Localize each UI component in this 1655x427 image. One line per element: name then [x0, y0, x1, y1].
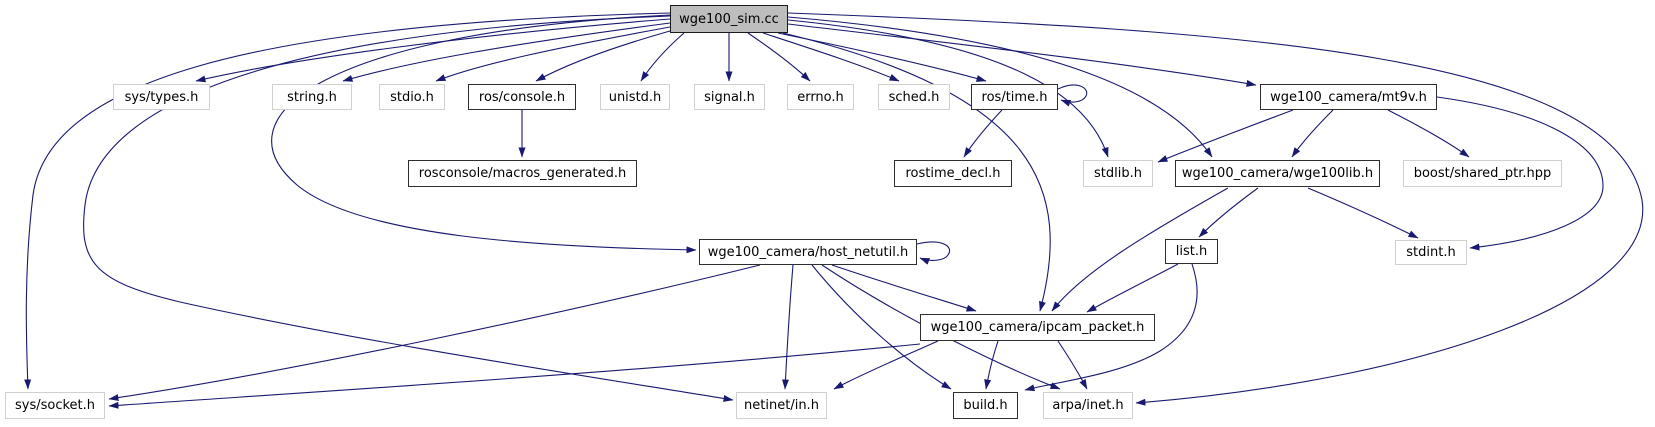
edge-wge100_sim-to-host_netutil — [271, 14, 697, 254]
node-label: netinet/in.h — [744, 398, 819, 413]
node-mt9v[interactable]: wge100_camera/mt9v.h — [1260, 84, 1437, 110]
node-label: stdlib.h — [1094, 166, 1142, 181]
node-label: list.h — [1175, 244, 1208, 259]
node-stdlib: stdlib.h — [1083, 160, 1153, 187]
edge-group — [24, 12, 1644, 409]
edge-mt9v-to-stdint — [1436, 96, 1604, 251]
node-rostime-decl[interactable]: rostime_decl.h — [894, 160, 1012, 187]
edge-ipcam-to-netinet — [833, 340, 939, 390]
node-label: stdint.h — [1406, 245, 1456, 260]
node-label: errno.h — [797, 89, 844, 105]
edge-wge100_sim-to-mt9v — [787, 23, 1257, 87]
edge-wge100_sim-to-stdlib — [787, 19, 1109, 158]
edge-wge100_sim-to-sched — [762, 32, 900, 82]
edge-host_netutil-to-ipcam — [831, 264, 977, 312]
edge-wge100_sim-to-arpa — [787, 12, 1644, 406]
edge-host_netutil-to-sys_socket — [108, 264, 761, 402]
edge-list-to-ipcam — [1086, 263, 1179, 313]
node-label: wge100_camera/ipcam_packet.h — [930, 320, 1145, 335]
node-sys-types: sys/types.h — [113, 84, 210, 110]
node-netinet: netinet/in.h — [736, 392, 827, 419]
node-label: rostime_decl.h — [905, 166, 1001, 181]
node-label: sched.h — [888, 89, 940, 105]
edge-mt9v-to-boost — [1387, 109, 1470, 158]
edge-mt9v-to-wge100lib — [1291, 109, 1334, 158]
node-label: wge100_camera/wge100lib.h — [1181, 166, 1374, 181]
node-host-netutil[interactable]: wge100_camera/host_netutil.h — [699, 239, 917, 265]
node-label: unistd.h — [608, 89, 662, 105]
node-signal: signal.h — [694, 84, 765, 110]
edge-wge100_sim-to-errno — [747, 32, 811, 82]
node-string: string.h — [272, 84, 352, 110]
node-label: rosconsole/macros_generated.h — [418, 166, 627, 181]
node-label: ros/console.h — [478, 89, 566, 105]
node-label: build.h — [963, 398, 1008, 413]
edge-wge100lib-to-ipcam — [1051, 187, 1229, 312]
edge-wge100_sim-to-ros_console — [535, 30, 671, 82]
edge-host_netutil-to-netinet — [781, 264, 794, 390]
edge-wge100_sim-to-string — [342, 22, 671, 82]
edge-wge100_sim-to-wge100lib — [787, 16, 1213, 158]
node-label: string.h — [287, 89, 337, 105]
node-label: ros/time.h — [981, 89, 1048, 105]
node-label: sys/socket.h — [14, 398, 96, 413]
node-ros-console[interactable]: ros/console.h — [468, 84, 576, 110]
node-ros-time[interactable]: ros/time.h — [971, 84, 1058, 110]
node-stdio: stdio.h — [379, 84, 445, 110]
edge-host_netutil-to-build — [811, 264, 952, 390]
node-wge100lib[interactable]: wge100_camera/wge100lib.h — [1175, 160, 1380, 187]
edge-wge100_sim-to-stdio — [435, 26, 671, 82]
edge-ipcam-to-sys_socket — [108, 343, 921, 409]
edge-wge100lib-to-list — [1198, 187, 1259, 238]
node-label: boost/shared_ptr.hpp — [1413, 166, 1552, 181]
node-unistd: unistd.h — [600, 84, 670, 110]
node-label: stdio.h — [390, 89, 434, 105]
node-sys-socket: sys/socket.h — [5, 392, 105, 419]
edge-mt9v-to-stdlib — [1157, 109, 1294, 163]
edge-ros_time-to-rostime_decl — [963, 109, 1003, 158]
node-arpa: arpa/inet.h — [1043, 392, 1133, 419]
node-label: signal.h — [704, 89, 755, 105]
edge-wge100_sim-to-sys_socket — [24, 12, 671, 390]
node-stdint: stdint.h — [1395, 240, 1467, 265]
node-ipcam[interactable]: wge100_camera/ipcam_packet.h — [920, 314, 1155, 341]
edge-wge100lib-to-stdint — [1307, 187, 1419, 239]
node-errno: errno.h — [787, 84, 854, 110]
node-label: arpa/inet.h — [1052, 398, 1124, 413]
node-list[interactable]: list.h — [1165, 239, 1218, 264]
edge-wge100_sim-to-sys_types — [195, 18, 671, 83]
edge-ipcam-to-build — [984, 340, 999, 390]
edge-wge100_sim-to-unistd — [640, 32, 685, 82]
node-label: wge100_sim.cc — [679, 11, 779, 27]
node-boost: boost/shared_ptr.hpp — [1403, 160, 1562, 187]
node-label: sys/types.h — [124, 89, 199, 105]
node-label: wge100_camera/mt9v.h — [1270, 89, 1427, 105]
edge-host_netutil-to-host_netutil — [916, 241, 951, 265]
edge-ipcam-to-arpa — [1057, 340, 1088, 390]
edge-list-to-build — [1024, 263, 1198, 392]
node-wge100-sim: wge100_sim.cc — [670, 5, 788, 33]
node-macros[interactable]: rosconsole/macros_generated.h — [408, 160, 637, 187]
node-build[interactable]: build.h — [953, 392, 1018, 419]
node-label: wge100_camera/host_netutil.h — [707, 244, 909, 260]
edge-ros_time-to-ros_time — [1057, 84, 1088, 107]
edge-wge100_sim-to-netinet — [83, 15, 734, 402]
edge-wge100_sim-to-ipcam — [782, 32, 1051, 312]
node-sched: sched.h — [878, 84, 950, 110]
